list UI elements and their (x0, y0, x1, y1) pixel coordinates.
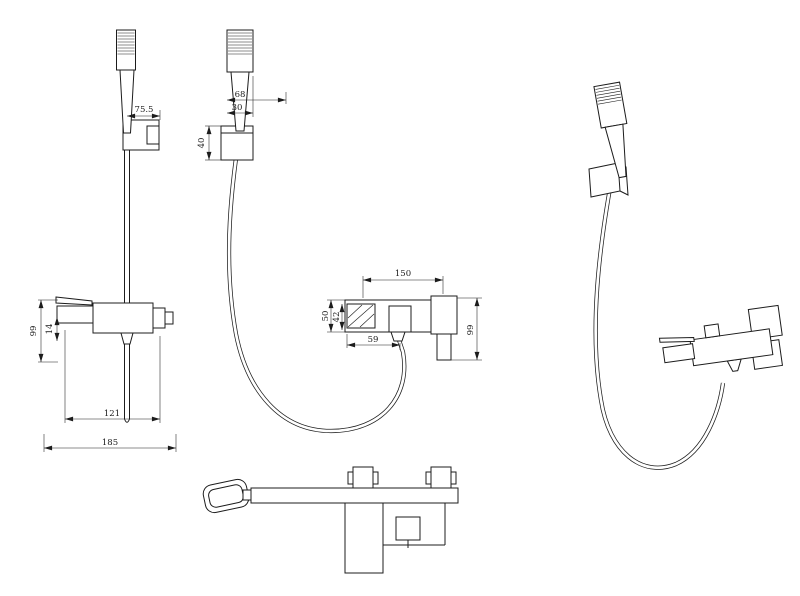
spray-face-hatch-side (228, 32, 252, 55)
perspective-lever (658, 336, 695, 343)
mixer-dimensions: 150 50 42 59 99 (321, 269, 482, 361)
dim-bracket-height: 40 (197, 138, 207, 149)
top-body (344, 502, 384, 574)
spout (56, 305, 94, 324)
shower-hose (226, 130, 407, 434)
dim-bracket-offset: 75.5 (135, 105, 154, 115)
lever-handle (55, 296, 93, 306)
mixer-shapes (344, 295, 458, 361)
dim-height: 99 (29, 326, 39, 337)
wall-flange (430, 295, 458, 335)
wall-pipe (436, 333, 452, 361)
side-dimensions: 68 30 40 (197, 76, 287, 161)
dim-body-width: 121 (104, 409, 120, 419)
wall-bracket-side (220, 125, 254, 161)
mixer-front-view: 150 50 42 59 99 (321, 269, 482, 361)
hand-shower-side (226, 29, 254, 132)
perspective-hose (593, 176, 726, 470)
perspective-mixer (658, 304, 783, 372)
dim-inner-height: 42 (332, 312, 342, 323)
hand-shower-head (116, 29, 136, 134)
top-knob-right (425, 466, 457, 489)
dim-wall-centers: 150 (395, 269, 411, 279)
handle-hatch (347, 304, 375, 328)
top-hand-shower (202, 478, 250, 514)
hose-connector (390, 331, 406, 342)
front-view: 75.5 99 14 121 185 (29, 29, 177, 452)
dim-overall-width: 185 (102, 438, 118, 448)
dim-body-height: 50 (321, 311, 331, 322)
top-view (202, 466, 459, 574)
perspective-bracket (588, 162, 629, 198)
dim-head-depth: 30 (232, 103, 243, 113)
dim-drop: 99 (466, 325, 476, 336)
top-arm (250, 487, 459, 504)
perspective-hand-shower (593, 81, 628, 179)
spray-face-hatch (117, 32, 135, 55)
mixer-body-front (55, 296, 174, 345)
dim-outlet-offset: 59 (368, 335, 379, 345)
hose-outlet (120, 332, 134, 345)
top-knob-left (347, 466, 379, 489)
hand-shower-handle-side (230, 71, 250, 132)
spray-face-hatch-perspective (595, 84, 622, 105)
dim-overall-depth: 68 (235, 90, 246, 100)
diverter-block (388, 305, 412, 333)
top-outlet-square (395, 516, 421, 541)
front-dimensions: 75.5 99 14 121 185 (29, 105, 177, 452)
perspective-view (588, 81, 783, 470)
perspective-knob (703, 323, 721, 339)
dim-spout-drop: 14 (45, 324, 55, 335)
perspective-spout (662, 343, 696, 364)
side-view: 68 30 40 (197, 29, 287, 161)
